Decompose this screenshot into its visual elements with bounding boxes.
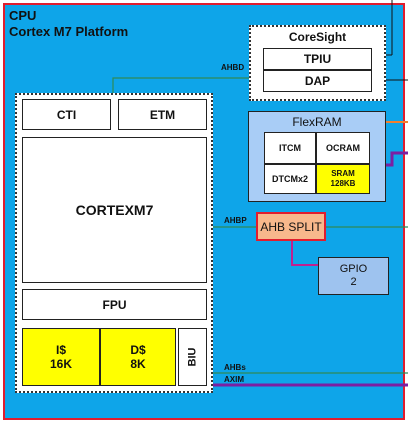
cortexm7-block: CORTEXM7 [22,137,207,283]
itcm-block: ITCM [264,132,316,164]
ocram-block: OCRAM [316,132,370,164]
dap-block: DAP [263,70,372,92]
gpio-number: 2 [350,276,357,288]
dcache-block: D$ 8K [100,328,176,386]
bus-label-ahbd: AHBD [221,63,245,72]
gpio-block: GPIO 2 [318,257,389,295]
tpiu-block: TPIU [263,48,372,70]
title-cpu: CPU [9,8,37,23]
icache-size: 16K [49,357,72,371]
sram-label: SRAM [331,169,355,178]
bus-label-ahbp: AHBP [224,216,247,225]
etm-block: ETM [118,99,207,130]
coresight-title: CoreSight [288,30,347,44]
fpu-block: FPU [22,289,207,320]
bus-label-ahbs: AHBs [224,363,246,372]
flexram-title: FlexRAM [292,115,342,129]
biu-label: BIU [186,347,199,367]
biu-block: BIU [178,328,207,386]
icache-label: I$ [55,343,66,357]
sram-size: 128KB [330,179,356,188]
icache-block: I$ 16K [22,328,100,386]
sram-block: SRAM 128KB [316,164,370,194]
gpio-label: GPIO [339,263,368,275]
dcache-size: 8K [130,357,146,371]
title-platform: Cortex M7 Platform [9,24,129,39]
dtcm-block: DTCMx2 [264,164,316,194]
bus-label-axim: AXIM [224,375,244,384]
cti-block: CTI [22,99,111,130]
ahb-split-block: AHB SPLIT [256,212,326,241]
dcache-label: D$ [130,343,146,357]
